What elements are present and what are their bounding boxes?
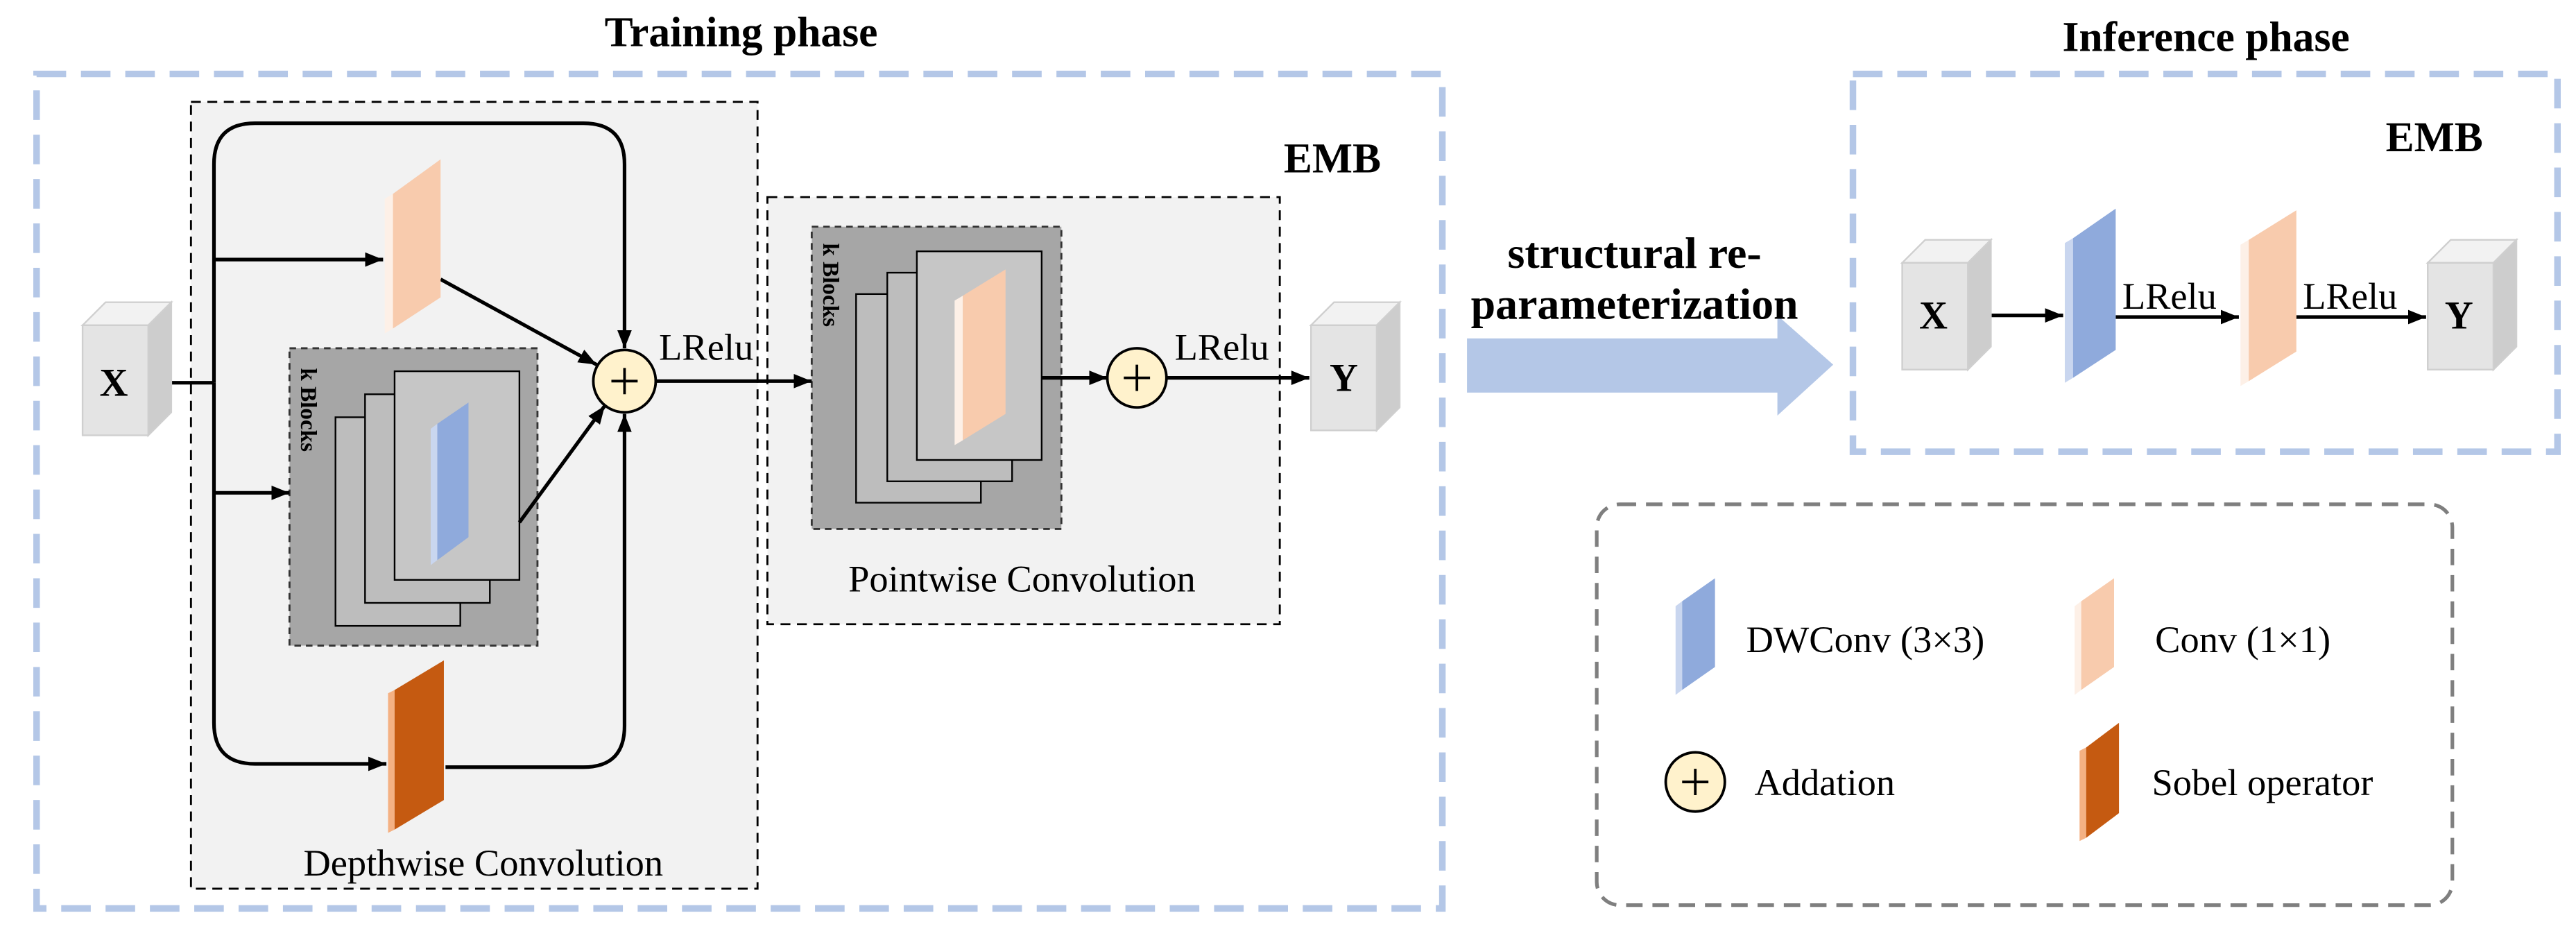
dwconv-block-icon xyxy=(2064,208,2116,383)
block-face xyxy=(394,660,444,830)
plus-icon xyxy=(1682,769,1709,796)
inference-output-y-cube: Y xyxy=(2425,237,2518,372)
transition-label-line-1: structural re- xyxy=(1508,228,1762,278)
inference-emb-label: EMB xyxy=(2386,114,2483,161)
block-edge xyxy=(431,423,438,565)
legend-item-sobel: Sobel operator xyxy=(2079,722,2373,842)
legend-label: DWConv (3×3) xyxy=(1746,618,1985,660)
training-phase-border xyxy=(33,70,1446,912)
conv-to-add-arrow xyxy=(439,278,598,366)
conv-block-icon xyxy=(2240,210,2296,386)
conv-block-icon xyxy=(384,159,441,334)
conv-block-icon xyxy=(954,269,1006,445)
output-label: Y xyxy=(1330,357,1358,400)
k-blocks-label: k Blocks xyxy=(295,368,321,452)
transition-arrow xyxy=(1467,315,1834,416)
transition-label-line-2: parameterization xyxy=(1471,279,1798,328)
input-label: X xyxy=(1919,294,1948,338)
plus-icon xyxy=(611,368,638,395)
pointwise-convolution-label: Pointwise Convolution xyxy=(848,557,1196,599)
pointwise-k-blocks: k Blocks xyxy=(810,225,1063,530)
legend: DWConv (3×3) Conv (1×1) Addation xyxy=(1595,502,2455,907)
legend-border xyxy=(1595,502,2455,907)
block-edge xyxy=(2075,601,2081,695)
skip-loop-top-arrow xyxy=(212,121,632,383)
block-edge xyxy=(388,690,395,833)
legend-item-dwconv: DWConv (3×3) xyxy=(1675,578,1985,695)
block-face xyxy=(2072,208,2116,378)
block-edge xyxy=(2079,747,2086,842)
legend-label: Sobel operator xyxy=(2152,761,2373,803)
structural-reparameterization: structural re- parameterization xyxy=(1467,228,1834,416)
depthwise-k-blocks: k Blocks xyxy=(288,347,539,647)
addition-icon xyxy=(1664,751,1726,813)
cube-side xyxy=(2492,237,2518,372)
legend-item-conv: Conv (1×1) xyxy=(2075,578,2330,695)
cube-side xyxy=(1375,300,1401,433)
legend-label: Addation xyxy=(1754,761,1895,803)
inference-flow-lines xyxy=(1984,308,2426,325)
block-face xyxy=(1682,578,1715,690)
block-edge xyxy=(2240,239,2249,386)
block-edge xyxy=(1675,601,1683,695)
training-phase-title: Training phase xyxy=(605,8,878,56)
block-edge xyxy=(954,296,963,445)
training-activation-2-label: LRelu xyxy=(1175,326,1269,368)
block-edge xyxy=(2064,238,2073,383)
depthwise-convolution-label: Depthwise Convolution xyxy=(303,842,663,884)
plus-icon xyxy=(1124,364,1151,391)
dwconv-to-add-arrow xyxy=(517,404,607,524)
dwconv-block-icon xyxy=(1675,578,1715,695)
cube-front xyxy=(1310,324,1378,432)
inference-input-x-cube: X xyxy=(1900,237,1993,372)
sobel-block-icon xyxy=(2079,722,2120,842)
training-phase: k Blocks k Blocks xyxy=(33,8,1446,912)
conv-block-icon xyxy=(2075,578,2114,695)
sobel-block-icon xyxy=(388,660,444,833)
output-y-cube: Y xyxy=(1309,300,1402,433)
addition-node-depthwise xyxy=(592,348,658,414)
inference-phase-title: Inference phase xyxy=(2062,13,2349,60)
dwconv-block-icon xyxy=(431,402,469,565)
cube-side xyxy=(1967,237,1992,372)
inference-phase-border xyxy=(1849,70,2561,455)
block-face xyxy=(2081,578,2114,690)
block-face xyxy=(963,269,1006,441)
legend-label: Conv (1×1) xyxy=(2155,618,2330,660)
cube-front xyxy=(81,324,149,436)
block-face xyxy=(2086,722,2120,838)
k-blocks-label: k Blocks xyxy=(818,243,843,327)
block-face xyxy=(2249,210,2296,382)
block-face xyxy=(437,402,469,561)
legend-item-addition: Addation xyxy=(1664,751,1895,813)
inference-activation-2-label: LRelu xyxy=(2303,275,2397,317)
training-activation-1-label: LRelu xyxy=(659,326,753,368)
sobel-to-add-arrow xyxy=(445,413,632,769)
block-edge xyxy=(384,194,393,334)
inference-activation-1-label: LRelu xyxy=(2122,275,2217,317)
output-label: Y xyxy=(2445,294,2473,338)
sobel-branch-arrow xyxy=(212,382,387,771)
cube-side xyxy=(147,300,173,438)
block-face xyxy=(393,159,441,329)
cube-front xyxy=(1901,262,1969,370)
training-flow-lines xyxy=(171,121,1310,771)
input-label: X xyxy=(100,361,128,405)
cube-front xyxy=(2427,262,2495,370)
inference-phase: X Y Inference phase EMB LRelu LRelu xyxy=(1849,13,2561,455)
addition-node-pointwise xyxy=(1106,347,1168,409)
training-emb-label: EMB xyxy=(1284,135,1381,182)
input-x-cube: X xyxy=(80,300,173,438)
